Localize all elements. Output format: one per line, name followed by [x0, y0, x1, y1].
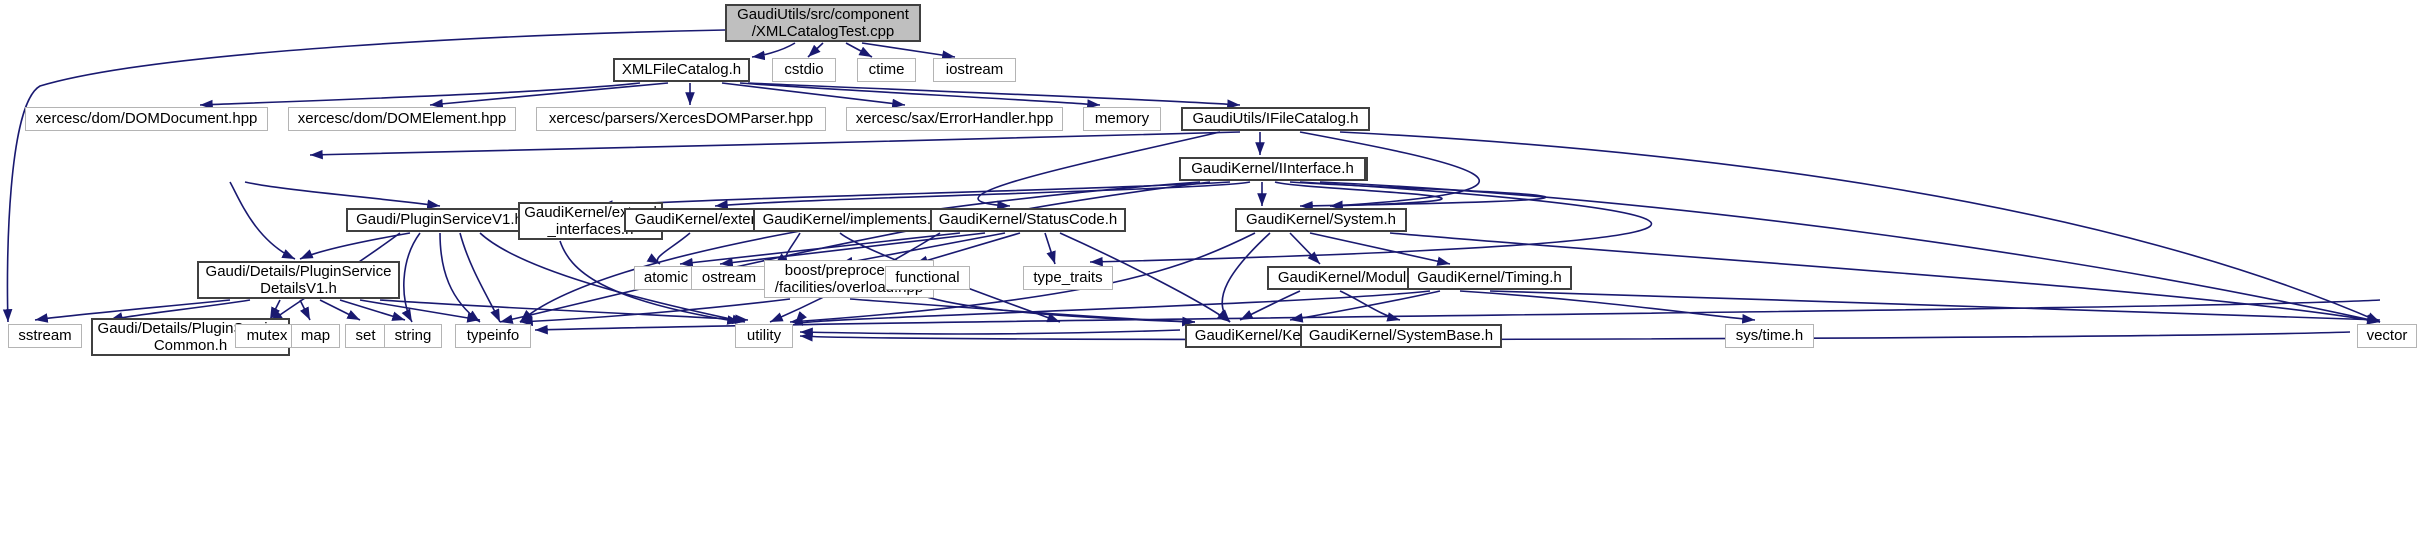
- graph-node-domdocument[interactable]: xercesc/dom/DOMDocument.hpp: [25, 107, 268, 131]
- graph-node-atomic[interactable]: atomic: [634, 266, 698, 290]
- graph-node-implements[interactable]: GaudiKernel/implements.h: [753, 208, 949, 232]
- graph-node-map[interactable]: map: [291, 324, 340, 348]
- graph-node-systime[interactable]: sys/time.h: [1725, 324, 1814, 348]
- graph-node-utility[interactable]: utility: [735, 324, 793, 348]
- graph-node-xmlfilecatalog[interactable]: XMLFileCatalog.h: [613, 58, 750, 82]
- graph-node-memory[interactable]: memory: [1083, 107, 1161, 131]
- graph-node-systembase[interactable]: GaudiKernel/SystemBase.h: [1300, 324, 1502, 348]
- graph-node-type_traits[interactable]: type_traits: [1023, 266, 1113, 290]
- graph-node-iostream[interactable]: iostream: [933, 58, 1016, 82]
- graph-node-timing[interactable]: GaudiKernel/Timing.h: [1407, 266, 1572, 290]
- graph-node-string[interactable]: string: [384, 324, 442, 348]
- graph-node-pluginservicev1[interactable]: Gaudi/PluginServiceV1.h: [346, 208, 533, 232]
- graph-node-vector[interactable]: vector: [2357, 324, 2417, 348]
- graph-node-sstream[interactable]: sstream: [8, 324, 82, 348]
- graph-node-ostream[interactable]: ostream: [691, 266, 767, 290]
- graph-node-iinterface[interactable]: GaudiKernel/IInterface.h: [1179, 157, 1366, 181]
- graph-node-domelement[interactable]: xercesc/dom/DOMElement.hpp: [288, 107, 516, 131]
- graph-node-xercesdomparser[interactable]: xercesc/parsers/XercesDOMParser.hpp: [536, 107, 826, 131]
- graph-node-statuscode[interactable]: GaudiKernel/StatusCode.h: [930, 208, 1126, 232]
- graph-node-functional[interactable]: functional: [885, 266, 970, 290]
- graph-node-errorhandler[interactable]: xercesc/sax/ErrorHandler.hpp: [846, 107, 1063, 131]
- graph-node-typeinfo[interactable]: typeinfo: [455, 324, 531, 348]
- graph-node-ifilecatalog[interactable]: GaudiUtils/IFileCatalog.h: [1181, 107, 1370, 131]
- graph-node-system[interactable]: GaudiKernel/System.h: [1235, 208, 1407, 232]
- graph-node-root[interactable]: GaudiUtils/src/component /XMLCatalogTest…: [725, 4, 921, 42]
- graph-node-detailsv1[interactable]: Gaudi/Details/PluginService DetailsV1.h: [197, 261, 400, 299]
- graph-node-mutex[interactable]: mutex: [235, 324, 299, 348]
- graph-node-cstdio[interactable]: cstdio: [772, 58, 836, 82]
- graph-node-set[interactable]: set: [345, 324, 386, 348]
- graph-node-ctime[interactable]: ctime: [857, 58, 916, 82]
